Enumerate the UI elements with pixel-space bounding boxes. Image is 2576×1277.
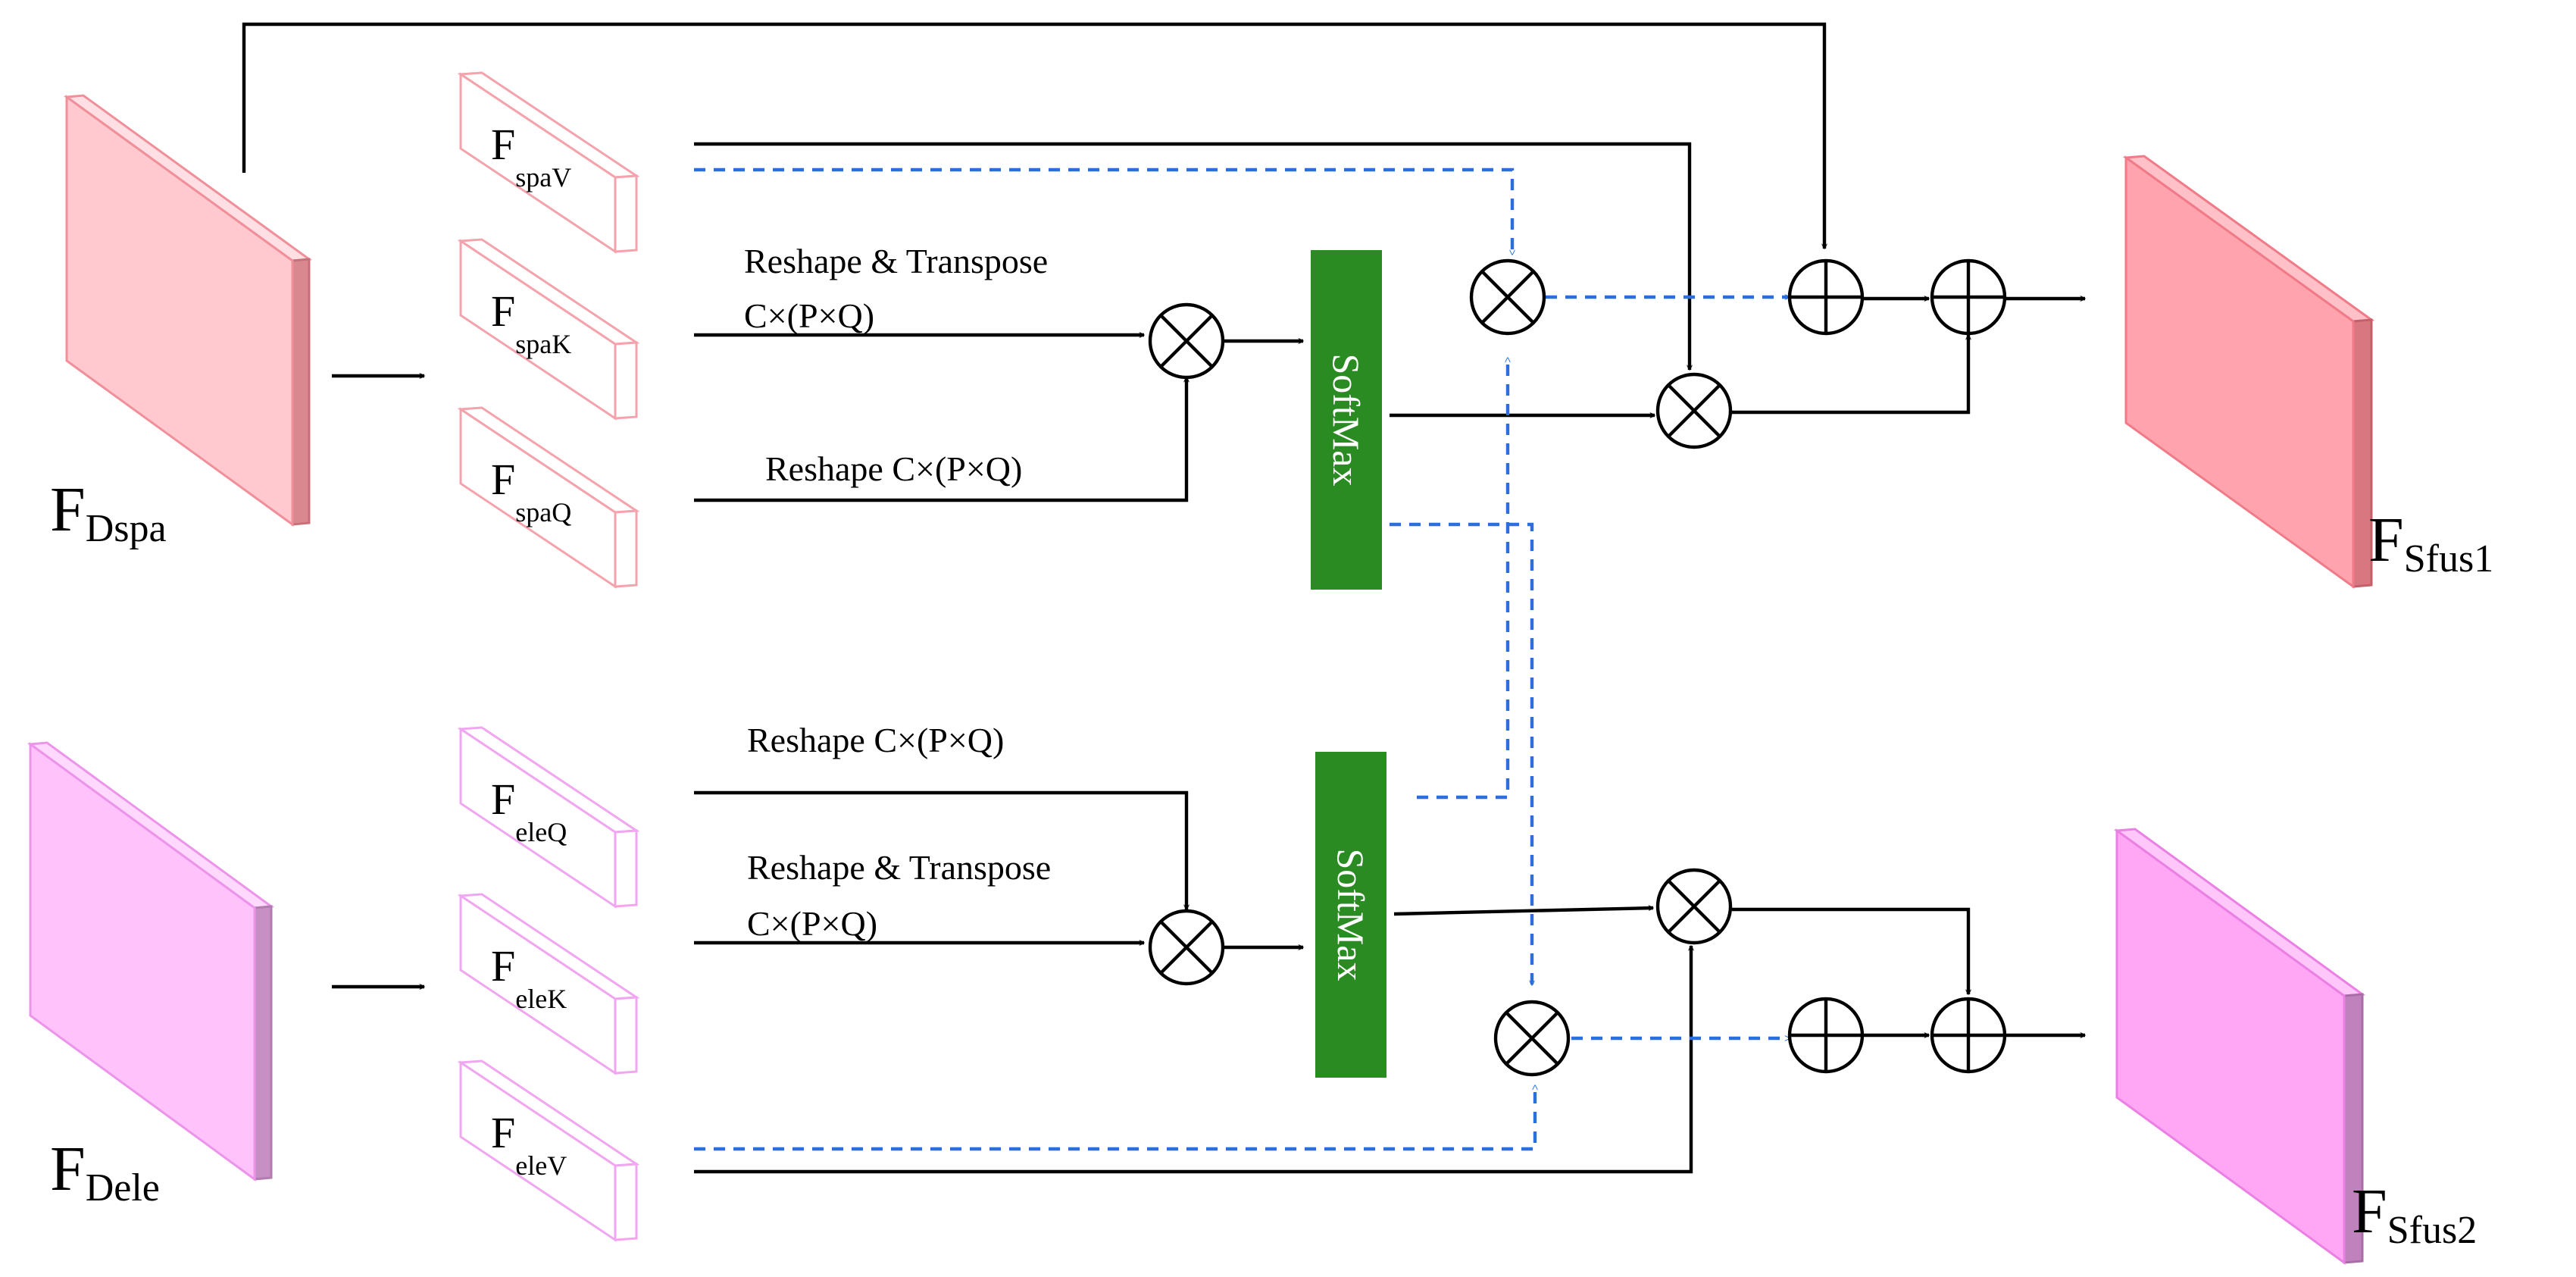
output-box-sfus2 bbox=[2113, 828, 2366, 1265]
output-box-sfus1 bbox=[2122, 155, 2375, 589]
feature-label-spaq: FspaQ bbox=[491, 455, 571, 527]
add-op-bottom-first bbox=[1787, 997, 1865, 1074]
add-op-top-first bbox=[1787, 258, 1865, 336]
multiply-op-top-v bbox=[1655, 372, 1733, 449]
feature-box-spak bbox=[457, 238, 640, 421]
label-bottom-reshape-transpose: Reshape & Transpose bbox=[747, 848, 1051, 887]
input-box-dele bbox=[27, 741, 275, 1182]
add-op-bottom-second bbox=[1930, 997, 2007, 1074]
feature-label-elev: FeleV bbox=[491, 1108, 567, 1181]
label-top-reshape: Reshape C×(P×Q) bbox=[765, 449, 1022, 488]
feature-label-elek: FeleK bbox=[491, 941, 567, 1014]
label-bottom-reshape-transpose-dim: C×(P×Q) bbox=[747, 904, 877, 943]
softmax-label-top: SoftMax bbox=[1325, 354, 1368, 487]
softmax-block-bottom bbox=[1315, 752, 1386, 1078]
add-op-top-second bbox=[1930, 258, 2007, 336]
input-box-dspa bbox=[63, 94, 313, 527]
multiply-op-bottom-qk bbox=[1148, 909, 1225, 986]
feature-box-elev bbox=[457, 1059, 640, 1242]
output-label-sfus2: FSfus2 bbox=[2352, 1176, 2477, 1252]
feature-box-spaq bbox=[457, 406, 640, 589]
output-label-sfus1: FSfus1 bbox=[2368, 505, 2493, 581]
dashed-connections bbox=[694, 167, 1790, 1151]
multiply-op-top-qk bbox=[1148, 302, 1225, 380]
multiply-op-bottom-dashed bbox=[1493, 1000, 1571, 1077]
multiply-op-top-dashed bbox=[1469, 258, 1546, 336]
label-top-reshape-transpose-dim: C×(P×Q) bbox=[744, 296, 874, 335]
softmax-block-top bbox=[1311, 250, 1382, 590]
solid-connections bbox=[242, 22, 2085, 1174]
feature-box-spav bbox=[457, 71, 640, 254]
softmax-label-bottom: SoftMax bbox=[1330, 849, 1372, 981]
label-bottom-reshape: Reshape C×(P×Q) bbox=[747, 721, 1004, 759]
input-label-dele: FDele bbox=[50, 1134, 160, 1210]
feature-box-eleq bbox=[457, 726, 640, 909]
label-top-reshape-transpose: Reshape & Transpose bbox=[744, 242, 1048, 280]
feature-label-spav: FspaV bbox=[491, 120, 571, 192]
input-label-dspa: FDspa bbox=[50, 474, 167, 550]
feature-label-eleq: FeleQ bbox=[491, 775, 567, 847]
feature-box-elek bbox=[457, 893, 640, 1075]
multiply-op-bottom-v bbox=[1655, 868, 1733, 945]
feature-label-spak: FspaK bbox=[491, 286, 571, 359]
